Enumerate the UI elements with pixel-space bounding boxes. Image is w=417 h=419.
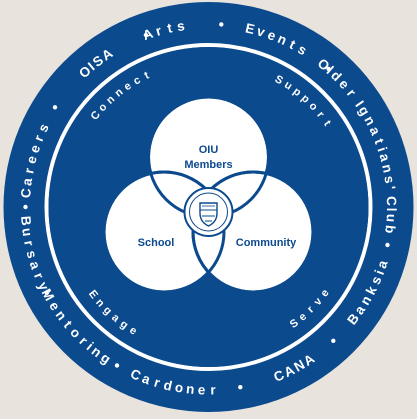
- svg-text:u: u: [383, 213, 398, 222]
- svg-text:l: l: [384, 208, 399, 212]
- svg-text:e: e: [23, 154, 40, 166]
- svg-text:B: B: [18, 215, 34, 226]
- svg-text:t: t: [143, 69, 152, 82]
- separator-dot: [52, 105, 58, 110]
- svg-text:t: t: [321, 118, 333, 128]
- svg-text:r: r: [31, 270, 47, 281]
- svg-text:s: s: [176, 18, 186, 34]
- svg-text:s: s: [23, 249, 39, 260]
- svg-text:I: I: [352, 98, 367, 110]
- separator-dot: [143, 32, 149, 38]
- svg-text:s: s: [381, 175, 397, 185]
- svg-text:i: i: [374, 145, 389, 153]
- svg-text:d: d: [162, 377, 174, 393]
- ring-separator-dots: [23, 22, 390, 390]
- svg-text:r: r: [152, 375, 162, 391]
- svg-text:n: n: [379, 163, 395, 174]
- svg-text:r: r: [314, 109, 326, 120]
- svg-text:c: c: [131, 74, 143, 88]
- ring-separator: [44, 43, 373, 371]
- separator-dot: [385, 242, 390, 248]
- svg-text:r: r: [21, 166, 37, 175]
- separator-dot: [23, 204, 28, 210]
- svg-text:n: n: [185, 381, 195, 397]
- separator-dot: [326, 66, 331, 72]
- svg-text:r: r: [21, 239, 37, 248]
- svg-text:o: o: [174, 380, 185, 396]
- svg-text:C: C: [384, 196, 399, 206]
- svg-text:r: r: [154, 23, 164, 39]
- svg-text:i: i: [372, 268, 387, 277]
- svg-text:r: r: [210, 382, 216, 397]
- venn-label-top-line1: OIU: [199, 144, 219, 156]
- svg-text:a: a: [19, 177, 35, 187]
- venn-label-top-line2: Members: [184, 159, 232, 171]
- svg-text:r: r: [31, 132, 47, 143]
- separator-dot: [331, 338, 336, 343]
- svg-text:u: u: [19, 227, 35, 237]
- svg-text:e: e: [127, 324, 139, 338]
- svg-text:t: t: [166, 20, 174, 36]
- separator-dot: [219, 22, 224, 27]
- svg-text:e: e: [198, 382, 207, 397]
- svg-text:C: C: [18, 188, 34, 199]
- svg-text:v: v: [255, 23, 267, 40]
- svg-text:t: t: [371, 136, 387, 146]
- separator-dot: [44, 290, 50, 296]
- venn-label-left: School: [138, 237, 175, 249]
- svg-text:': ': [383, 185, 398, 190]
- separator-dot: [114, 363, 120, 368]
- separator-dot: [238, 385, 243, 390]
- svg-text:E: E: [244, 20, 256, 37]
- venn-label-right: Community: [236, 237, 297, 249]
- svg-text:b: b: [382, 224, 398, 234]
- svg-text:t: t: [287, 37, 298, 53]
- svg-text:a: a: [376, 152, 393, 164]
- oiu-crest-icon: [183, 187, 234, 237]
